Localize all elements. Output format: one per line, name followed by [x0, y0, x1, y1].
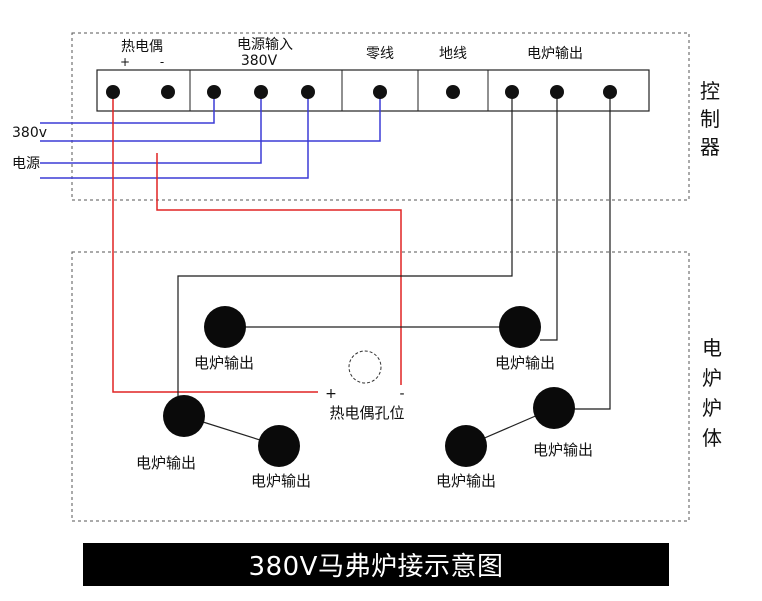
terminal-dot: [550, 85, 564, 99]
terminal-dot: [161, 85, 175, 99]
terminal-dot: [505, 85, 519, 99]
furnace-terminal: [499, 306, 541, 348]
terminal-dot: [301, 85, 315, 99]
furnace-output-label: 电炉输出: [533, 441, 593, 459]
furnace-label-char: 体: [702, 426, 722, 450]
terminal-dot: [207, 85, 221, 99]
controller-label-char: 器: [700, 135, 720, 159]
furnace-output-terminal-label: 电炉输出: [527, 46, 583, 62]
supply-wire-l1: [40, 92, 215, 124]
terminal-dot: [373, 85, 387, 99]
controller-label-char: 制: [700, 107, 720, 131]
supply-wire-l3: [40, 92, 309, 179]
furnace-output-label: 电炉输出: [436, 472, 496, 490]
terminal-dot: [603, 85, 617, 99]
ground-label: 地线: [439, 46, 467, 62]
furnace-terminal: [445, 425, 487, 467]
terminal-dot: [446, 85, 460, 99]
output-wire-1: [177, 92, 513, 398]
output-wire-2: [540, 92, 558, 341]
power-input-label: 电源输入: [237, 37, 293, 53]
furnace-label-char: 炉: [702, 366, 722, 390]
terminal-dot: [254, 85, 268, 99]
power-voltage-label: 380V: [241, 53, 278, 69]
thermocouple-hole: [348, 350, 382, 384]
diagram-caption: 380V马弗炉接示意图: [83, 543, 669, 586]
controller-box: [71, 32, 690, 201]
furnace-output-label: 电炉输出: [251, 472, 311, 490]
terminal-block: [96, 69, 650, 112]
furnace-label-char: 炉: [702, 396, 722, 420]
furnace-output-label: 电炉输出: [136, 454, 196, 472]
furnace-terminal: [533, 387, 575, 429]
furnace-terminal: [163, 395, 205, 437]
thermo-hole-plus: +: [325, 386, 337, 402]
furnace-terminal: [258, 425, 300, 467]
thermo-hole-minus: -: [399, 386, 404, 402]
furnace-label-char: 电: [702, 336, 722, 360]
thermo-wire-minus: [156, 153, 402, 385]
thermocouple-terminal-label: 热电偶: [121, 39, 163, 55]
neutral-label: 零线: [366, 46, 394, 62]
thermo-plus-label: +: [120, 55, 130, 69]
supply-power-label: 电源: [12, 156, 40, 172]
terminal-dot: [106, 85, 120, 99]
controller-label-char: 控: [700, 79, 720, 103]
furnace-output-label: 电炉输出: [194, 354, 254, 372]
thermo-minus-label: -: [160, 55, 164, 69]
furnace-terminal: [204, 306, 246, 348]
supply-wire-neutral: [40, 92, 381, 142]
thermo-wire-plus: [112, 92, 318, 393]
furnace-box: [71, 251, 690, 522]
furnace-output-label: 电炉输出: [495, 354, 555, 372]
thermo-hole-label: 热电偶孔位: [329, 404, 404, 422]
supply-voltage-label: 380v: [12, 125, 47, 141]
output-wire-3: [574, 92, 611, 410]
